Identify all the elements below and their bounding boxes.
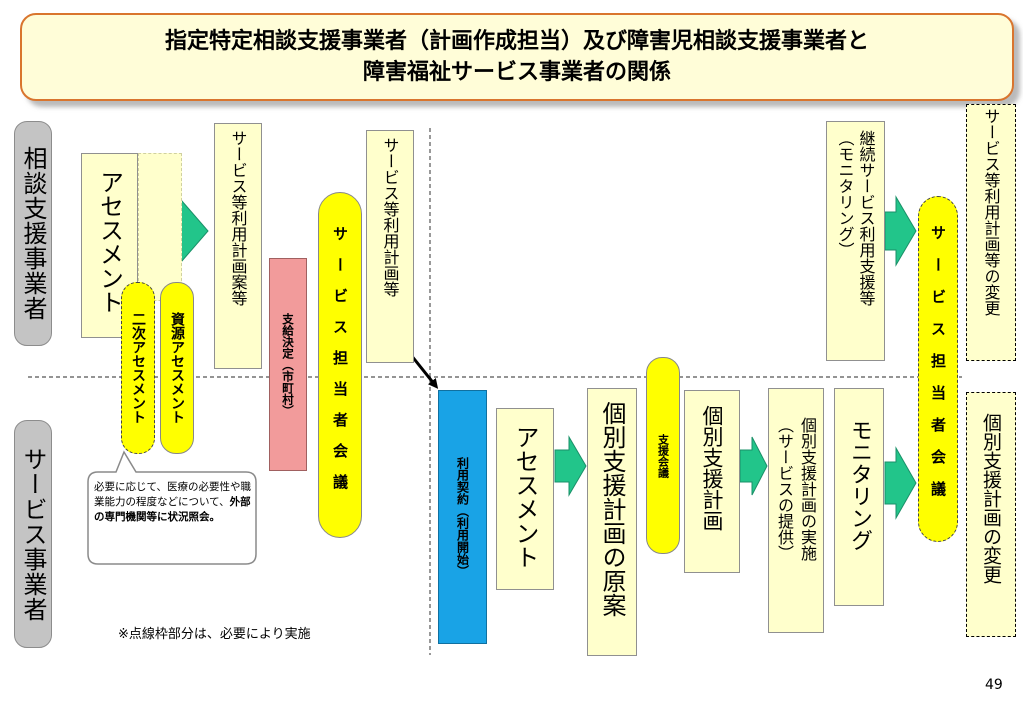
service-plan-change-box: サービス等利用計画等の変更 (966, 104, 1016, 361)
arrow-right-icon (739, 436, 768, 496)
lane-label-top-text: 相談支援事業者 (19, 146, 47, 321)
secondary-assessment-capsule: 二次アセスメント (121, 282, 155, 454)
continuing-support-box: 継続サービス利用支援等 （モニタリング） (826, 121, 885, 361)
service-plan-draft-box: サービス等利用計画案等 (214, 123, 262, 369)
assessment-box-bottom: アセスメント (496, 408, 554, 590)
individual-plan-change-box: 個別支援計画の変更 (966, 392, 1016, 637)
lane-label-consultation: 相談支援事業者 (14, 121, 52, 346)
monitoring-box: モニタリング (834, 388, 884, 606)
service-plan-box: サービス等利用計画等 (366, 130, 414, 363)
arrow-right-icon (884, 195, 917, 267)
staff-meeting-capsule-2: サービス担当者会議 (918, 196, 958, 542)
arrow-right-icon (884, 446, 917, 520)
callout-text-normal: 必要に応じて、医療の必要性や職業能力の程度などについて、 (94, 481, 251, 508)
title-line-1: 指定特定相談支援事業者（計画作成担当）及び障害児相談支援事業者と (164, 29, 869, 54)
assessment-dashed-frame (138, 153, 182, 301)
support-meeting-capsule: 支援会議 (646, 357, 680, 554)
individual-plan-box: 個別支援計画 (684, 390, 740, 573)
callout-bubble-shape (87, 450, 257, 565)
footnote: ※点線枠部分は、必要により実施 (118, 627, 311, 642)
title-line-2: 障害福祉サービス事業者の関係 (362, 60, 671, 85)
individual-plan-draft-box: 個別支援計画の原案 (587, 388, 637, 656)
callout-text: 必要に応じて、医療の必要性や職業能力の程度などについて、外部の専門機関等に状況照… (94, 480, 254, 560)
resource-assessment-capsule: 資源アセスメント (160, 282, 194, 454)
supply-decision-box: 支給決定（市町村） (269, 258, 307, 471)
page-number: 49 (985, 677, 1003, 693)
arrow-right-icon (554, 435, 587, 497)
contract-box: 利用契約（利用開始） (438, 390, 487, 644)
staff-meeting-capsule-1: サービス担当者会議 (318, 192, 362, 538)
title-banner: 指定特定相談支援事業者（計画作成担当）及び障害児相談支援事業者と 障害福祉サービ… (20, 13, 1014, 101)
plan-execution-box: 個別支援計画の実施 （サービスの提供） (768, 388, 824, 633)
lane-label-service: サービス事業者 (14, 420, 52, 648)
callout-text-bold: 外部の専門機関等に状況照会。 (94, 496, 251, 523)
lane-label-bottom-text: サービス事業者 (19, 446, 47, 622)
